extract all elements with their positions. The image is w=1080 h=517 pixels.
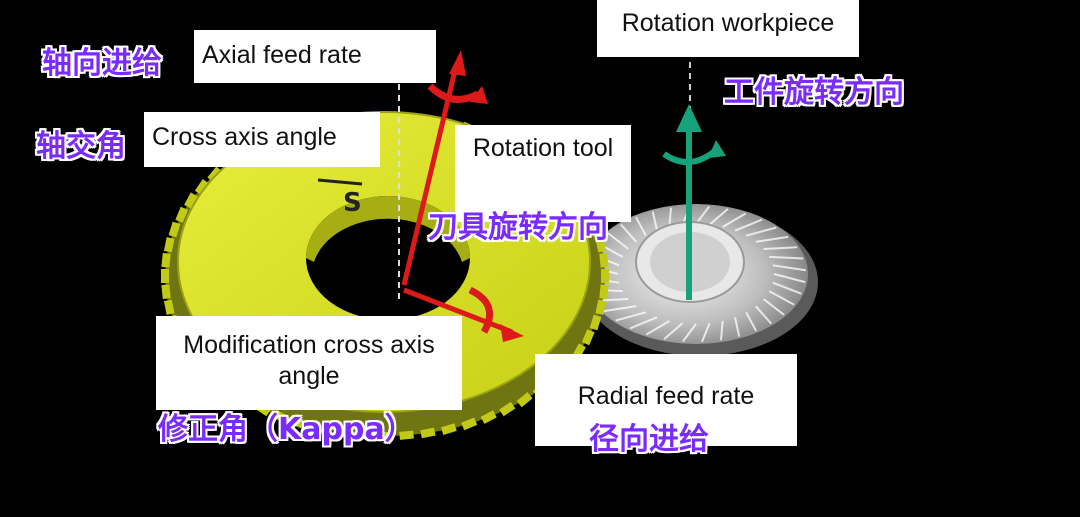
workpiece-gear-tooth bbox=[769, 255, 804, 260]
axial-feed-rate-label: Axial feed rate bbox=[194, 30, 436, 83]
workpiece-gear-tooth bbox=[755, 305, 772, 325]
tool-axis-arrow bbox=[398, 40, 524, 342]
workpiece-gear-tooth bbox=[620, 223, 637, 243]
tool-gear-tooth bbox=[163, 237, 175, 253]
gear-mark-arrow bbox=[317, 178, 363, 186]
workpiece-gear-tooth bbox=[763, 246, 798, 250]
tool-gear-tooth bbox=[168, 221, 181, 238]
workpiece-gear-tooth bbox=[663, 322, 684, 340]
workpiece-rotation-cn-label: 工件旋转方向 bbox=[724, 75, 904, 110]
workpiece-gear-tooth bbox=[745, 226, 777, 237]
workpiece-gear-tooth bbox=[719, 320, 724, 341]
radial-feed-rate-label: Radial feed rate bbox=[535, 354, 797, 446]
tool-gear-tooth bbox=[499, 401, 516, 417]
workpiece-gear-tooth bbox=[682, 323, 697, 343]
tool-gear-tooth bbox=[595, 299, 607, 315]
tool-gear-tooth bbox=[516, 392, 533, 408]
tool-gear-tooth bbox=[599, 284, 609, 300]
workpiece-gear-tooth bbox=[708, 208, 729, 226]
tool-gear-tooth bbox=[378, 432, 392, 440]
tool-gear-tooth bbox=[595, 237, 607, 253]
workpiece-gear-tooth bbox=[745, 311, 757, 332]
tool-rotation-cn-label: 刀具旋转方向 bbox=[428, 210, 608, 245]
tool-gear-tooth bbox=[163, 299, 175, 315]
workpiece-gear-tooth bbox=[772, 264, 806, 272]
tool-gear-tooth bbox=[161, 284, 171, 300]
workpiece-gear-tooth bbox=[772, 281, 802, 295]
tool-gear-tooth bbox=[184, 192, 198, 209]
workpiece-gear-tooth bbox=[734, 218, 763, 232]
tool-gear-tooth bbox=[161, 269, 169, 283]
workpiece-gear-tooth bbox=[615, 311, 647, 322]
workpiece-gear-tooth bbox=[755, 235, 789, 243]
tool-gear-tooth bbox=[334, 427, 350, 439]
workpiece-gear-tooth bbox=[607, 232, 630, 250]
workpiece-gear-tooth bbox=[762, 298, 785, 316]
tool-gear-tooth bbox=[399, 430, 414, 440]
tool-gear-tooth bbox=[601, 269, 609, 283]
workpiece-gear-tooth bbox=[768, 290, 795, 306]
workpiece-gear-tooth bbox=[701, 322, 711, 343]
workpiece-gear-tooth bbox=[645, 320, 670, 336]
workpiece-gear-tooth bbox=[651, 211, 658, 231]
tool-gear-tooth bbox=[161, 252, 171, 268]
workpiece-gear-tooth bbox=[722, 212, 747, 228]
cross-axis-angle-cn-label: 轴交角 bbox=[36, 129, 126, 164]
radial-feed-cn-label: 径向进给 bbox=[589, 422, 709, 457]
tool-gear-tooth bbox=[194, 179, 210, 196]
workpiece-gear-tooth bbox=[603, 305, 637, 313]
axial-feed-cn-label: 轴向进给 bbox=[42, 46, 162, 81]
workpiece-gear-tooth bbox=[635, 216, 647, 237]
workpiece-gear-tooth bbox=[734, 317, 741, 337]
workpiece-gear bbox=[582, 204, 818, 356]
cross-axis-angle-label: Cross axis angle bbox=[144, 112, 380, 167]
tool-gear-tooth bbox=[581, 329, 595, 346]
tool-gear-tooth bbox=[292, 417, 309, 431]
tool-gear-tooth bbox=[356, 430, 371, 440]
tool-gear-tooth bbox=[175, 206, 189, 223]
tool-gear-tooth bbox=[313, 423, 329, 435]
tool-gear-tooth bbox=[207, 166, 223, 183]
workpiece-gear-tooth bbox=[629, 316, 658, 330]
tool-gear-tooth bbox=[461, 417, 478, 431]
tool-gear-tooth bbox=[480, 410, 497, 424]
modification-cross-axis-angle-label: Modification cross axis angle bbox=[156, 316, 462, 410]
kappa-cn-label: 修正角（Kappa） bbox=[158, 412, 415, 447]
rotation-workpiece-label: Rotation workpiece bbox=[597, 0, 859, 57]
tool-gear-tooth bbox=[441, 423, 457, 435]
gear-mark: S bbox=[343, 188, 362, 218]
rotation-tool-label: Rotation tool bbox=[455, 125, 631, 222]
workpiece-gear-tooth bbox=[773, 273, 806, 284]
tool-gear-tooth bbox=[589, 221, 602, 238]
tool-gear-tooth bbox=[599, 252, 609, 268]
workpiece-axis-arrow bbox=[662, 62, 726, 300]
tool-gear-tooth bbox=[273, 410, 290, 424]
tool-gear-tooth bbox=[589, 314, 602, 331]
workpiece-gear-tooth bbox=[695, 205, 710, 225]
tool-gear-tooth bbox=[420, 427, 436, 439]
